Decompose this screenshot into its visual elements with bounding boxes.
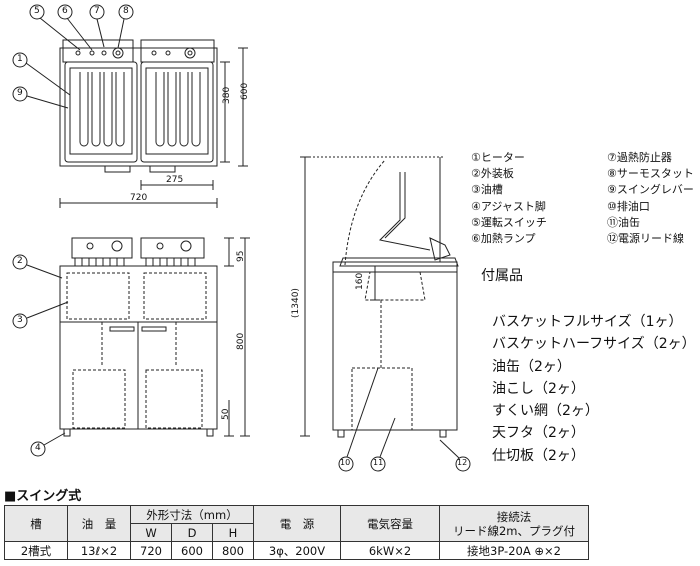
header-connection-2: リード線2m、プラグ付 — [452, 523, 576, 538]
legend-item: ②外装板 — [471, 167, 514, 181]
callout-7: 7 — [94, 6, 100, 16]
header-connection: 接続法 リード線2m、プラグ付 — [439, 505, 589, 542]
accessory-item: 天フタ（2ヶ） — [492, 425, 585, 442]
accessory-item: 仕切板（2ヶ） — [492, 447, 585, 464]
callout-10: 10 — [340, 458, 351, 467]
header-connection-1: 接続法 — [496, 509, 532, 524]
section-title: ■スイング式 — [4, 489, 82, 504]
cell-oil: 13ℓ×2 — [67, 541, 131, 560]
spec-table: 槽 油 量 外形寸法（mm） 電 源 電気容量 接続法 リード線2m、プラグ付 … — [4, 505, 589, 560]
accessory-item: すくい網（2ヶ） — [492, 403, 599, 420]
header-capacity: 電気容量 — [340, 505, 440, 542]
side-view — [300, 156, 459, 438]
callout-1: 1 — [17, 54, 23, 64]
dim-95: 95 — [236, 250, 246, 262]
dim-720: 720 — [130, 193, 148, 203]
legend-item: ⑫電源リード線 — [607, 232, 684, 246]
legend-item: ⑧サーモスタット — [607, 167, 694, 181]
dim-380: 380 — [222, 86, 232, 104]
cell-connection: 接地3P-20A ⊕×2 — [439, 541, 589, 560]
callout-2: 2 — [17, 256, 23, 266]
parts-legend-left: ①ヒーター ②外装板 ③油槽 ④アジャスト脚 ⑤運転スイッチ ⑥加熱ランプ — [471, 150, 547, 247]
cell-capacity: 6kW×2 — [340, 541, 440, 560]
legend-item: ⑤運転スイッチ — [471, 215, 547, 229]
callout-12: 12 — [457, 458, 468, 467]
legend-item: ④アジャスト脚 — [471, 199, 546, 213]
header-w: W — [130, 523, 172, 542]
accessories-list: バスケットフルサイズ（1ヶ） バスケットハーフサイズ（2ヶ） 油缶（2ヶ） 油こ… — [492, 311, 696, 467]
legend-item: ①ヒーター — [471, 151, 525, 164]
legend-item: ⑦過熱防止器 — [607, 151, 672, 164]
dim-600: 600 — [240, 82, 250, 100]
header-power: 電 源 — [253, 505, 341, 542]
dim-275: 275 — [166, 175, 184, 185]
legend-item: ③油槽 — [471, 183, 503, 197]
dim-50: 50 — [221, 408, 231, 420]
cell-power: 3φ、200V — [253, 541, 341, 560]
callout-11: 11 — [373, 458, 384, 467]
header-d: D — [171, 523, 213, 542]
header-tank: 槽 — [4, 505, 68, 542]
cell-d: 600 — [171, 541, 213, 560]
cell-tank: 2槽式 — [4, 541, 68, 560]
parts-legend-right: ⑦過熱防止器 ⑧サーモスタット ⑨スイングレバー ⑩排油口 ⑪油缶 ⑫電源リード… — [607, 150, 694, 247]
legend-item: ⑨スイングレバー — [607, 183, 694, 197]
legend-item: ⑩排油口 — [607, 199, 650, 213]
cell-w: 720 — [130, 541, 172, 560]
header-oil: 油 量 — [67, 505, 131, 542]
callout-3: 3 — [17, 315, 23, 325]
header-outer: 外形寸法（mm） — [130, 505, 254, 524]
dim-1340: (1340) — [291, 288, 301, 318]
cell-h: 800 — [212, 541, 254, 560]
legend-item: ⑥加熱ランプ — [471, 232, 536, 246]
accessories-title: 付属品 — [481, 268, 523, 284]
accessory-item: バスケットハーフサイズ（2ヶ） — [492, 336, 696, 353]
accessory-item: 油缶（2ヶ） — [492, 358, 571, 375]
accessory-item: 油こし（2ヶ） — [492, 380, 585, 397]
callout-circles — [12, 4, 471, 472]
dim-160: 160 — [355, 272, 365, 290]
dim-800: 800 — [236, 332, 246, 350]
callout-8: 8 — [123, 6, 129, 16]
callout-4: 4 — [35, 443, 41, 453]
callout-6: 6 — [62, 6, 68, 16]
accessory-item: バスケットフルサイズ（1ヶ） — [492, 314, 683, 330]
legend-item: ⑪油缶 — [607, 215, 640, 229]
top-view — [59, 39, 248, 208]
callout-9: 9 — [17, 88, 23, 98]
callout-5: 5 — [34, 6, 40, 16]
header-h: H — [212, 523, 254, 542]
front-view — [59, 237, 250, 437]
